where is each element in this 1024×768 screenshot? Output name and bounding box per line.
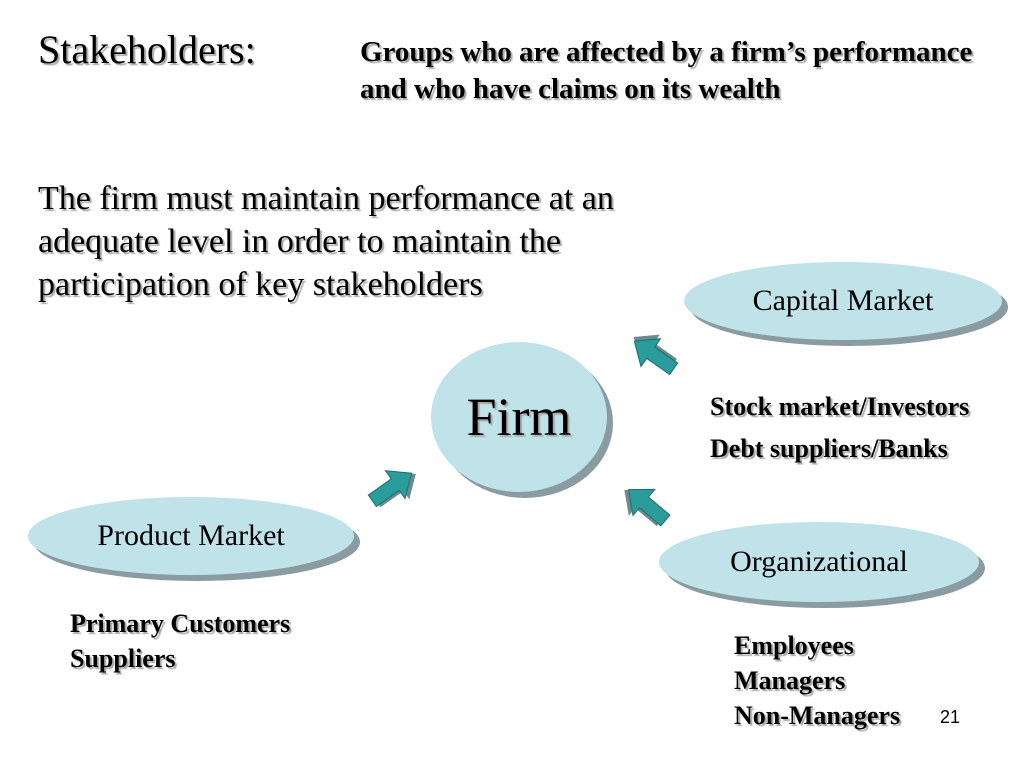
arrow-icon <box>633 334 679 376</box>
capital-market-label: Capital Market <box>752 284 934 317</box>
definition-text: Groups who are affected by a firm’s perf… <box>360 36 973 105</box>
list-item: Primary Customers <box>70 609 291 638</box>
product-market-label: Product Market <box>97 519 285 552</box>
list-item: Employees <box>734 631 854 660</box>
list-item: Managers <box>734 666 846 695</box>
page-title: Stakeholders: <box>38 27 256 72</box>
list-item: Non-Managers <box>734 701 901 730</box>
firm-label: Firm <box>466 387 572 447</box>
main-paragraph: The firm must maintain performance at an… <box>38 180 614 303</box>
organizational-label: Organizational <box>730 545 908 578</box>
organizational-list: Employees Managers Non-Managers <box>734 628 900 733</box>
list-item: Stock market/Investors <box>710 392 970 421</box>
page-number: 21 <box>940 707 961 727</box>
capital-market-list: Stock market/Investors Debt suppliers/Ba… <box>710 386 969 470</box>
list-item: Debt suppliers/Banks <box>710 434 948 463</box>
list-item: Suppliers <box>70 644 176 673</box>
arrow-icon <box>624 488 671 527</box>
capital-market-ellipse: Capital Market <box>684 262 1002 340</box>
firm-ellipse: Firm <box>431 342 607 492</box>
product-market-list: Primary Customers Suppliers <box>70 606 290 676</box>
organizational-ellipse: Organizational <box>659 522 979 602</box>
product-market-ellipse: Product Market <box>28 497 354 575</box>
arrow-icon <box>367 470 416 508</box>
